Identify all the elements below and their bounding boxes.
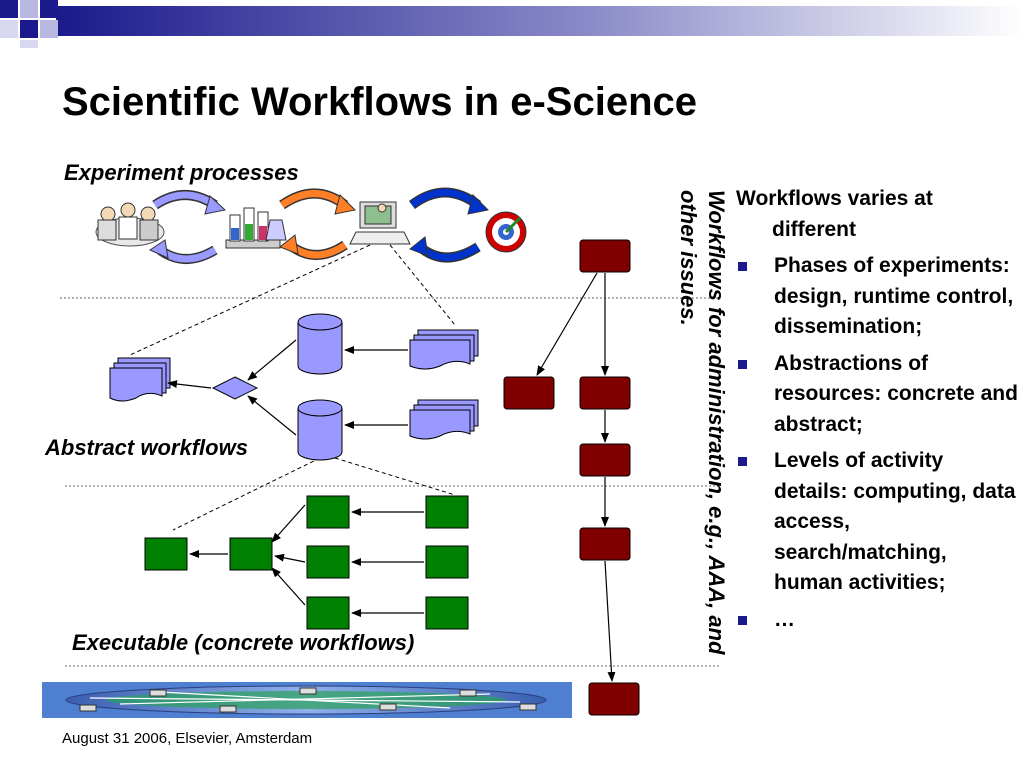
abstract-decision-node bbox=[211, 376, 259, 400]
side-bullet-list: Workflows varies at different Phases of … bbox=[736, 184, 1020, 635]
computer-illustration bbox=[349, 201, 411, 245]
label-experiment-processes: Experiment processes bbox=[64, 160, 299, 185]
target-icon bbox=[485, 211, 527, 253]
list-item-text: Phases of experiments: design, runtime c… bbox=[774, 254, 1014, 338]
abstract-cylinder-2 bbox=[297, 399, 343, 461]
label-executable-workflows: Executable (concrete workflows) bbox=[72, 630, 415, 655]
executable-nodes bbox=[144, 495, 469, 630]
cycle-arrow-orange bbox=[279, 188, 357, 260]
list-item-text: Abstractions of resources: concrete and … bbox=[774, 351, 1018, 436]
square-bullet-icon bbox=[738, 359, 747, 369]
list-item: … bbox=[736, 605, 1020, 636]
abstract-doc-stack-bottom-right bbox=[409, 399, 479, 440]
cycle-arrow-blue-1 bbox=[148, 190, 227, 264]
square-bullet-icon bbox=[738, 457, 747, 466]
layer-connectors bbox=[129, 244, 456, 531]
slide-title: Scientific Workflows in e-Science bbox=[62, 80, 697, 124]
section-separators bbox=[60, 297, 720, 667]
list-item-text: Levels of activity details: computing, d… bbox=[774, 449, 1016, 594]
list-item: Abstractions of resources: concrete and … bbox=[736, 349, 1020, 441]
cycle-arrow-blue-2 bbox=[408, 187, 490, 263]
network-grid-image bbox=[42, 682, 572, 718]
side-list-items: Phases of experiments: design, runtime c… bbox=[736, 251, 1020, 635]
abstract-cylinder-1 bbox=[297, 313, 343, 375]
abstract-doc-stack-top-right bbox=[409, 329, 479, 370]
vertical-admin-text: Workflows for administration, e.g., AAA,… bbox=[650, 190, 730, 690]
slide-footer: August 31 2006, Elsevier, Amsterdam bbox=[62, 730, 313, 747]
square-bullet-icon bbox=[738, 262, 747, 271]
list-item: Phases of experiments: design, runtime c… bbox=[736, 251, 1020, 343]
executable-arrows bbox=[189, 504, 424, 617]
abstract-arrows bbox=[167, 339, 408, 436]
side-list-intro: Workflows varies at different bbox=[736, 187, 933, 241]
lab-equipment-illustration bbox=[225, 207, 287, 249]
list-item-text: … bbox=[774, 607, 795, 631]
list-item: Levels of activity details: computing, d… bbox=[736, 446, 1020, 599]
label-abstract-workflows: Abstract workflows bbox=[45, 435, 248, 460]
scientists-illustration bbox=[95, 202, 165, 247]
vertical-admin-text-content: Workflows for administration, e.g., AAA,… bbox=[676, 190, 729, 655]
square-bullet-icon bbox=[738, 615, 747, 625]
abstract-doc-stack-left bbox=[109, 357, 171, 402]
header-decoration bbox=[0, 0, 1024, 48]
admin-arrows bbox=[536, 272, 616, 682]
admin-nodes bbox=[503, 239, 640, 716]
